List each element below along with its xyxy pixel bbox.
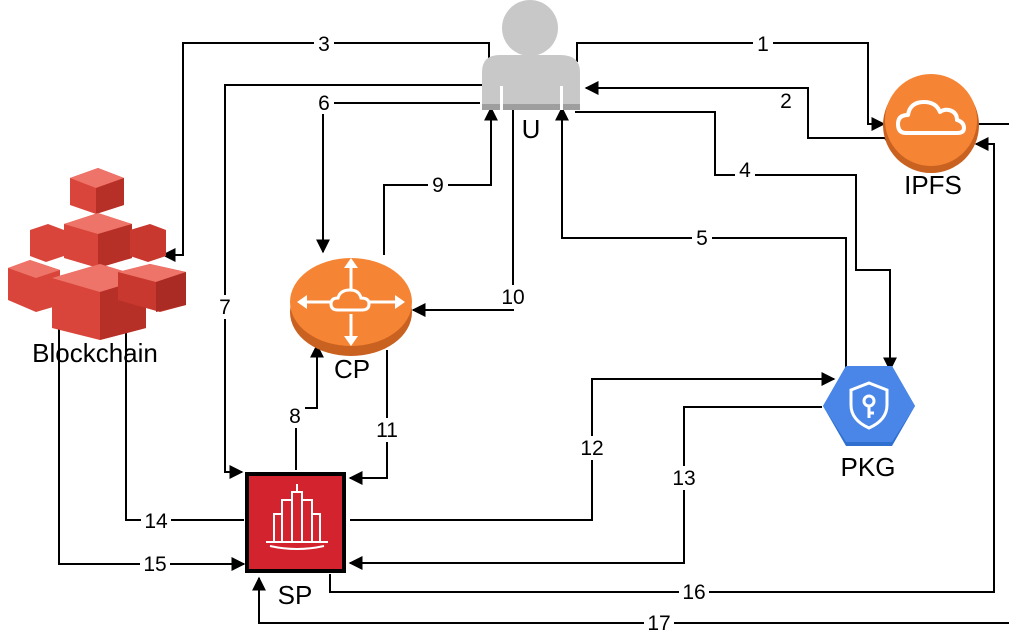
edge-label-8: 8 — [285, 404, 305, 428]
svg-text:15: 15 — [143, 553, 166, 576]
edge-label-4: 4 — [735, 159, 755, 182]
node-ipfs: IPFS — [883, 74, 979, 200]
user-label: U — [522, 114, 541, 144]
edge-17 — [259, 578, 1009, 623]
edge-label-1: 1 — [753, 32, 773, 56]
svg-text:9: 9 — [432, 174, 444, 197]
pkg-label: PKG — [841, 452, 896, 482]
svg-text:13: 13 — [672, 467, 695, 490]
edge-13 — [350, 407, 822, 563]
edge-10 — [413, 108, 513, 310]
svg-text:10: 10 — [501, 286, 524, 309]
blockchain-label: Blockchain — [32, 338, 158, 368]
edge-6 — [323, 103, 480, 252]
edge-label-9: 9 — [428, 174, 448, 197]
svg-text:3: 3 — [318, 33, 330, 56]
edge-label-6: 6 — [314, 92, 334, 115]
building-icon — [245, 472, 346, 573]
edge-label-7: 7 — [215, 295, 235, 319]
edge-4 — [575, 112, 890, 370]
user-icon — [482, 0, 580, 110]
node-cp: CP — [290, 258, 412, 384]
edge-label-17: 17 — [644, 612, 674, 633]
svg-text:7: 7 — [219, 296, 231, 319]
svg-text:5: 5 — [696, 227, 708, 250]
edge-label-16: 16 — [679, 581, 709, 604]
svg-text:11: 11 — [376, 419, 398, 442]
ipfs-label: IPFS — [904, 170, 962, 200]
edge-label-15: 15 — [140, 553, 170, 576]
svg-text:14: 14 — [144, 510, 168, 533]
svg-text:6: 6 — [318, 92, 330, 115]
svg-text:1: 1 — [757, 33, 769, 56]
edge-2 — [586, 88, 895, 152]
svg-text:4: 4 — [739, 159, 751, 182]
sp-label: SP — [278, 580, 313, 610]
edge-labels: 1 2 3 4 5 6 7 8 9 10 11 12 13 14 15 16 1… — [140, 32, 796, 633]
edge-label-12: 12 — [577, 436, 607, 460]
node-pkg: PKG — [823, 366, 915, 482]
edge-label-11: 11 — [372, 418, 402, 442]
node-user: U — [482, 0, 580, 144]
edge-label-13: 13 — [669, 466, 699, 490]
node-blockchain: Blockchain — [8, 168, 186, 368]
edge-label-3: 3 — [314, 32, 334, 56]
edge-3 — [163, 43, 489, 255]
svg-text:17: 17 — [647, 612, 670, 633]
cubes-icon — [8, 168, 186, 340]
edge-label-5: 5 — [692, 226, 712, 250]
router-icon — [290, 258, 412, 356]
svg-text:2: 2 — [780, 90, 792, 113]
edge-label-2: 2 — [776, 89, 796, 113]
cloud-icon — [883, 74, 979, 173]
svg-text:8: 8 — [289, 405, 301, 428]
edge-label-10: 10 — [498, 285, 528, 309]
cp-label: CP — [334, 354, 370, 384]
edge-16 — [330, 144, 994, 592]
svg-text:16: 16 — [682, 581, 705, 604]
edge-label-14: 14 — [141, 509, 171, 533]
svg-text:12: 12 — [580, 437, 603, 460]
key-shield-icon — [823, 366, 915, 446]
